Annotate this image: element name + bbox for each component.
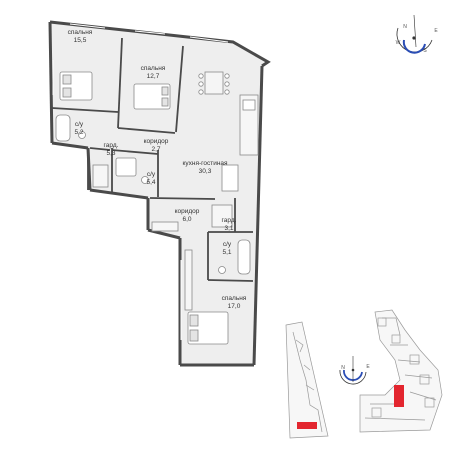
room-name-bath-1: с/у	[75, 121, 84, 128]
entry-closet	[151, 221, 179, 232]
room-name-wardrobe-1: гард.	[104, 142, 119, 149]
room-name-bedroom-3: спальня	[222, 295, 247, 302]
furniture	[55, 71, 259, 345]
site-plan	[285, 309, 443, 439]
room-area-corridor-2: 6,0	[182, 216, 191, 223]
wardrobe-bedroom-3	[184, 249, 193, 311]
room-area-wardrobe-2: 3,1	[224, 225, 233, 232]
room-area-bedroom-2: 12,7	[147, 73, 160, 80]
room-area-bedroom-3: 17,0	[228, 303, 241, 310]
bathtub-3	[237, 239, 251, 275]
room-area-wardrobe-1: 5,3	[106, 150, 115, 157]
room-name-corridor-1: коридор	[144, 138, 169, 145]
site-compass-e-label: E	[366, 364, 370, 370]
compass-s-label: S	[423, 48, 427, 54]
room-area-bath-2: 5,4	[146, 179, 155, 186]
room-name-bath-2: с/у	[147, 171, 156, 178]
bed-bedroom-2	[133, 83, 171, 110]
room-name-wardrobe-2: гард.	[222, 217, 237, 224]
site-compass-n-label: N	[341, 365, 345, 371]
site-highlight-left	[297, 422, 317, 429]
room-name-living: кухня-гостиная	[182, 160, 228, 167]
room-name-bedroom-1: спальня	[68, 29, 93, 36]
room-name-bedroom-2: спальня	[141, 65, 166, 72]
compass-w-label: W	[396, 40, 401, 46]
interior-walls	[51, 37, 254, 282]
compass-site: N E	[339, 356, 370, 385]
outer-walls	[48, 20, 271, 367]
bathtub-1	[55, 114, 71, 142]
compass-n-label: N	[403, 24, 407, 30]
site-highlight-right	[394, 385, 404, 407]
shower-2	[115, 157, 137, 177]
room-area-bath-1: 5,2	[74, 129, 83, 136]
compass-main: N E W S	[396, 14, 438, 54]
dining-table	[204, 71, 224, 95]
room-name-corridor-2: коридор	[175, 208, 200, 215]
room-area-bedroom-1: 15,5	[74, 37, 87, 44]
wardrobe-shelves-2	[211, 204, 233, 228]
wardrobe-shelves-1	[92, 164, 109, 188]
windows	[52, 23, 229, 340]
room-area-living: 30,3	[199, 168, 212, 175]
sofa	[221, 164, 239, 192]
compass-e-label: E	[434, 28, 438, 34]
room-name-bath-3: с/у	[223, 241, 232, 248]
room-area-bath-3: 5,1	[222, 249, 231, 256]
room-area-corridor-1: 2,7	[151, 146, 160, 153]
